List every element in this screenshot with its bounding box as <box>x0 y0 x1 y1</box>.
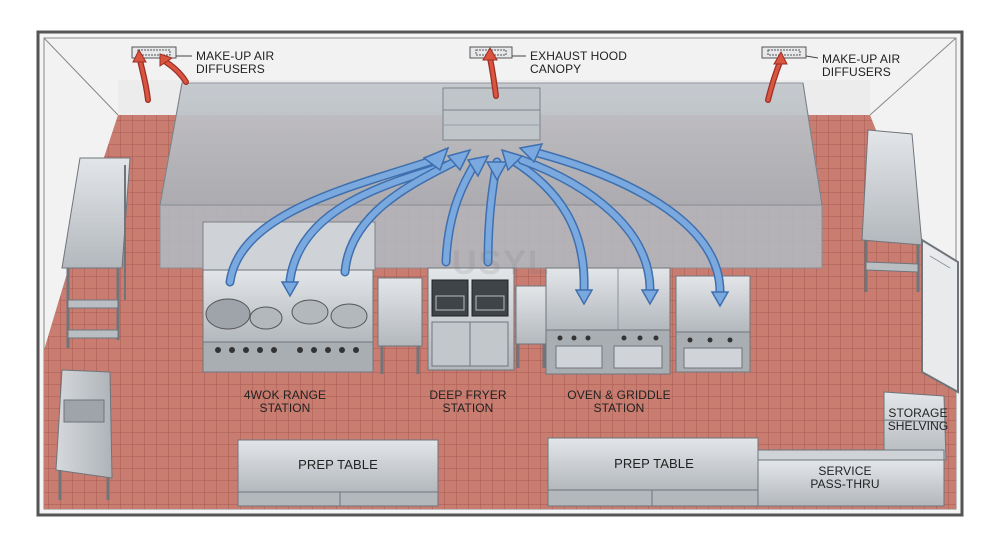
exhaust-airflow-arrows <box>225 147 725 297</box>
makeup-air-arrows <box>137 55 783 103</box>
exhaust-arrow <box>531 149 723 295</box>
ceiling-diffuser-left <box>131 46 177 59</box>
label-prep-table-left: PREP TABLE <box>298 457 378 472</box>
ceiling-diffuser-right <box>761 46 807 59</box>
makeup-air-arrowheads <box>132 47 788 67</box>
deep-fryer-station <box>427 267 515 371</box>
label-oven-griddle-station: OVEN & GRIDDLE STATION <box>567 388 671 415</box>
side-work-table-right <box>515 285 547 368</box>
label-prep-table-right: PREP TABLE <box>614 456 694 471</box>
label-storage-shelving: STORAGE SHELVING <box>887 406 949 433</box>
label-deep-fryer-station: DEEP FRYER STATION <box>429 388 507 415</box>
prep-table-left <box>237 439 439 507</box>
right-shelving-rack <box>861 129 923 292</box>
prep-table-right <box>547 437 759 507</box>
supply-back-arrow <box>287 162 451 283</box>
service-pass-thru <box>757 449 945 507</box>
side-door <box>921 238 959 394</box>
label-makeup-air-diffusers-left: MAKE-UP AIR DIFFUSERS <box>196 49 275 76</box>
exhaust-arrow <box>519 157 653 293</box>
leader-lines <box>176 55 819 59</box>
label-wok-range-station: 4WOK RANGE STATION <box>243 388 327 415</box>
side-work-table-left <box>377 277 423 374</box>
label-exhaust-hood-canopy: EXHAUST HOOD CANOPY <box>530 49 627 76</box>
left-shelving-rack <box>61 157 131 348</box>
label-service-pass-thru: SERVICE PASS-THRU <box>810 464 880 491</box>
storage-shelving <box>883 391 947 461</box>
exhaust-arrow <box>509 157 588 293</box>
left-sink-table <box>55 369 113 500</box>
label-makeup-air-diffusers-right: MAKE-UP AIR DIFFUSERS <box>822 52 901 79</box>
exhaust-arrowheads <box>280 143 730 308</box>
exhaust-arrow <box>227 155 443 285</box>
watermark: USYL <box>452 244 551 282</box>
exhaust-arrow <box>342 157 461 275</box>
oven-griddle-station <box>545 267 751 375</box>
